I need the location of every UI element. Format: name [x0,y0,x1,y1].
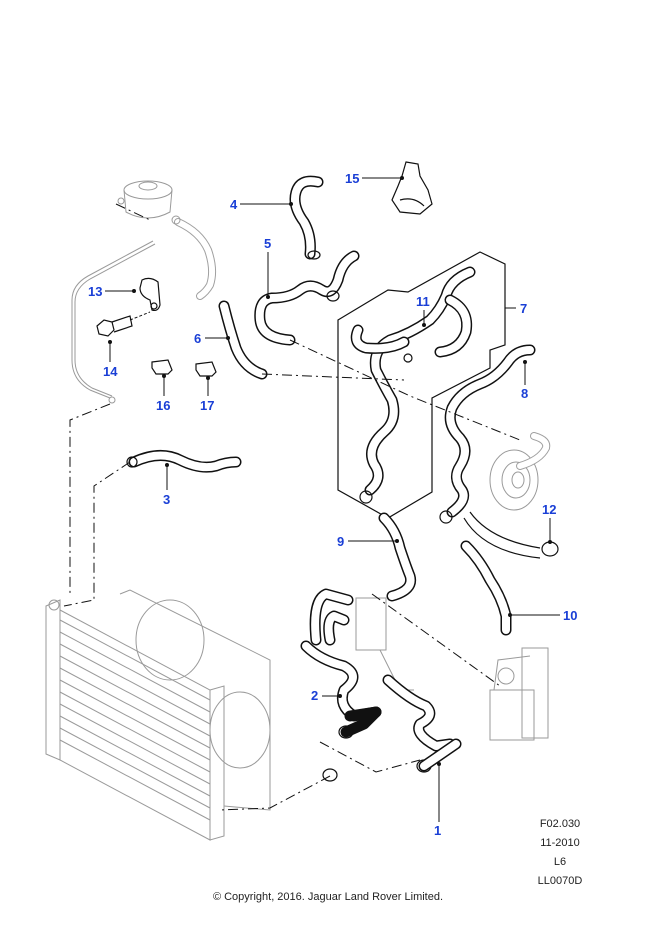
callout-15[interactable]: 15 [345,171,404,186]
callout-label: 10 [563,608,577,623]
callout-label: 15 [345,171,359,186]
figure-number: F02.030 [539,818,581,830]
figure-date: 11-2010 [540,837,580,849]
callout-11[interactable]: 11 [416,294,430,327]
callout-13[interactable]: 13 [88,284,136,299]
callout-3[interactable]: 3 [163,463,170,507]
callout-12[interactable]: 12 [542,502,556,544]
callout-label: 16 [156,398,170,413]
copyright-notice: © Copyright, 2016. Jaguar Land Rover Lim… [212,891,444,903]
part-1-hose [322,674,462,782]
callout-6[interactable]: 6 [194,331,230,346]
part-2-hose [300,640,382,739]
callout-14[interactable]: 14 [103,340,118,379]
callout-4[interactable]: 4 [230,197,293,212]
callout-label: 1 [434,823,441,838]
part-4-hose [289,175,324,260]
radiator-fins [59,619,211,821]
callout-label: 2 [311,688,318,703]
callout-17[interactable]: 17 [200,376,214,413]
part-8-hose [439,344,536,524]
callout-label: 11 [416,294,430,309]
part-14-bolt [96,311,151,337]
part-12-clamp [463,511,559,559]
callout-5[interactable]: 5 [264,236,271,299]
callout-label: 7 [520,301,527,316]
part-9-hose [378,512,417,602]
callout-label: 14 [103,364,118,379]
callout-label: 5 [264,236,271,251]
part-5-hose [254,250,360,346]
callout-16[interactable]: 16 [156,374,170,413]
expansion-tank [117,180,217,300]
part-3-hose [126,450,242,473]
assembly-lines [63,203,521,811]
part-6-pipe [218,300,268,380]
oil-cooler [309,588,414,691]
callout-label: 3 [163,492,170,507]
callout-2[interactable]: 2 [311,688,342,703]
callout-1[interactable]: 1 [434,762,441,838]
part-13-bracket [139,277,161,312]
water-pump-pulley [489,432,551,511]
callout-label: 8 [521,386,528,401]
callout-label: 17 [200,398,214,413]
figure-variant: L6 [553,856,567,868]
callout-label: 13 [88,284,102,299]
callout-label: 12 [542,502,556,517]
part-15-clip [391,161,433,215]
callout-label: 4 [230,197,238,212]
overflow-pipe [71,240,156,404]
callout-label: 9 [337,534,344,549]
callout-10[interactable]: 10 [508,608,577,623]
part-17-clip [195,361,217,377]
callout-7[interactable]: 7 [505,301,527,316]
part-7-hoses [350,266,476,504]
callout-label: 6 [194,331,201,346]
part-10-hose [460,540,512,636]
radiator [45,589,271,841]
illustration-code: LL0070D [537,875,583,887]
heater-valve [489,647,549,741]
part-16-clip [151,359,173,375]
callout-9[interactable]: 9 [337,534,399,549]
callout-8[interactable]: 8 [521,360,528,401]
